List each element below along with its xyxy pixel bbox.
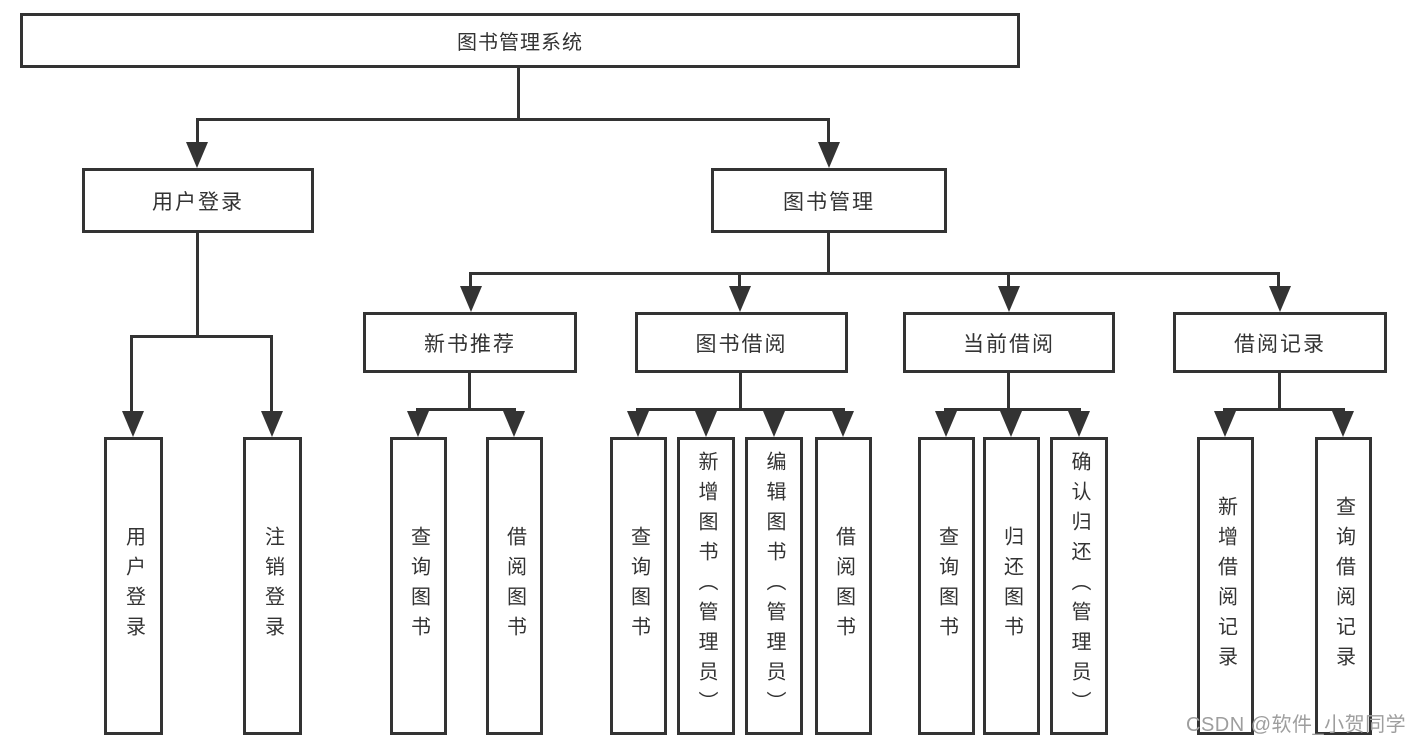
connector-line [270, 335, 273, 415]
node-book-mgmt: 图书管理 [711, 168, 947, 233]
watermark: CSDN @软件_小贺同学 [1186, 714, 1405, 736]
node-label: 归还图书 [1000, 526, 1023, 646]
connector-line [739, 373, 742, 408]
node-label: 查询图书 [407, 526, 430, 646]
arrow-down-icon [695, 411, 717, 437]
node-label: 确认归还（管理员） [1068, 451, 1090, 721]
node-label: 图书管理 [783, 190, 875, 214]
arrow-down-icon [729, 286, 751, 312]
connector-line [827, 233, 830, 272]
arrow-down-icon [832, 411, 854, 437]
arrow-down-icon [186, 142, 208, 168]
node-logout: 注销登录 [243, 437, 302, 735]
node-current: 当前借阅 [903, 312, 1115, 373]
node-label: 图书借阅 [695, 332, 788, 356]
node-nb-query: 查询图书 [390, 437, 447, 735]
connector-line [1277, 272, 1280, 290]
node-label: 查询图书 [935, 526, 958, 646]
node-bb-add: 新增图书（管理员） [677, 437, 735, 735]
node-nb-borrow: 借阅图书 [486, 437, 543, 735]
connector-line [196, 118, 830, 121]
node-label: 注销登录 [261, 526, 284, 646]
arrow-down-icon [935, 411, 957, 437]
connector-line [1007, 272, 1010, 290]
connector-line [738, 272, 741, 290]
node-label: 借阅图书 [832, 526, 855, 646]
node-label: 查询图书 [627, 526, 650, 646]
arrow-down-icon [122, 411, 144, 437]
connector-line [416, 408, 516, 411]
arrow-down-icon [460, 286, 482, 312]
connector-line [469, 272, 1280, 275]
node-label: 新增图书（管理员） [695, 451, 717, 721]
node-label: 查询借阅记录 [1332, 496, 1355, 676]
node-login: 用户登录 [104, 437, 163, 735]
node-label: 新书推荐 [424, 332, 516, 356]
connector-line [469, 272, 472, 290]
connector-line [196, 233, 199, 335]
node-bb-edit: 编辑图书（管理员） [745, 437, 803, 735]
arrow-down-icon [763, 411, 785, 437]
node-label: 借阅记录 [1234, 332, 1326, 356]
node-label: 借阅图书 [503, 526, 526, 646]
node-new-books: 新书推荐 [363, 312, 577, 373]
node-label: 新增借阅记录 [1214, 496, 1237, 676]
node-bb-query: 查询图书 [610, 437, 667, 735]
arrow-down-icon [1332, 411, 1354, 437]
node-label: 用户登录 [122, 526, 145, 646]
arrow-down-icon [627, 411, 649, 437]
node-label: 当前借阅 [963, 332, 1055, 356]
node-cb-query: 查询图书 [918, 437, 975, 735]
connector-line [1007, 373, 1010, 408]
arrow-down-icon [818, 142, 840, 168]
node-records: 借阅记录 [1173, 312, 1387, 373]
arrow-down-icon [261, 411, 283, 437]
connector-line [944, 408, 1081, 411]
node-cb-confirm: 确认归还（管理员） [1050, 437, 1108, 735]
node-root: 图书管理系统 [20, 13, 1020, 68]
node-user-login: 用户登录 [82, 168, 314, 233]
connector-line [130, 335, 133, 415]
connector-line [1278, 373, 1281, 408]
connector-line [196, 118, 199, 146]
node-label: 编辑图书（管理员） [763, 451, 785, 721]
connector-line [827, 118, 830, 146]
connector-line [468, 373, 471, 408]
node-rec-query: 查询借阅记录 [1315, 437, 1372, 735]
arrow-down-icon [1214, 411, 1236, 437]
arrow-down-icon [407, 411, 429, 437]
node-rec-add: 新增借阅记录 [1197, 437, 1254, 735]
node-label: 用户登录 [152, 190, 244, 214]
arrow-down-icon [1000, 411, 1022, 437]
node-label: 图书管理系统 [457, 32, 583, 54]
arrow-down-icon [503, 411, 525, 437]
connector-line [636, 408, 845, 411]
node-bb-borrow: 借阅图书 [815, 437, 872, 735]
arrow-down-icon [998, 286, 1020, 312]
node-borrow: 图书借阅 [635, 312, 848, 373]
connector-line [130, 335, 273, 338]
connector-line [517, 68, 520, 118]
arrow-down-icon [1269, 286, 1291, 312]
arrow-down-icon [1068, 411, 1090, 437]
connector-line [1223, 408, 1345, 411]
node-cb-return: 归还图书 [983, 437, 1040, 735]
